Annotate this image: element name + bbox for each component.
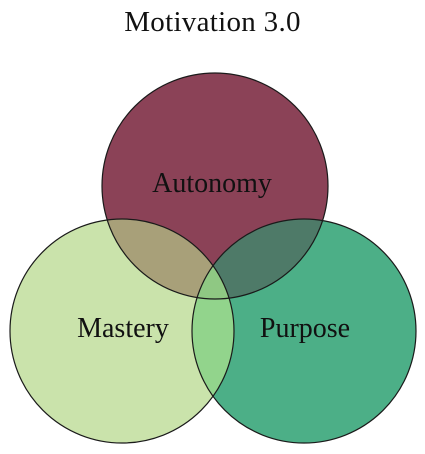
diagram-title: Motivation 3.0 (124, 6, 301, 38)
outline-autonomy (101, 72, 329, 300)
label-autonomy: Autonomy (152, 168, 272, 199)
overlap-autonomy-mastery (102, 219, 234, 299)
circle-outlines (9, 72, 417, 444)
outline-purpose (191, 218, 417, 444)
label-mastery: Mastery (77, 313, 169, 344)
outline-mastery (9, 218, 235, 444)
overlap-autonomy-purpose (192, 219, 328, 299)
label-purpose: Purpose (260, 313, 350, 344)
